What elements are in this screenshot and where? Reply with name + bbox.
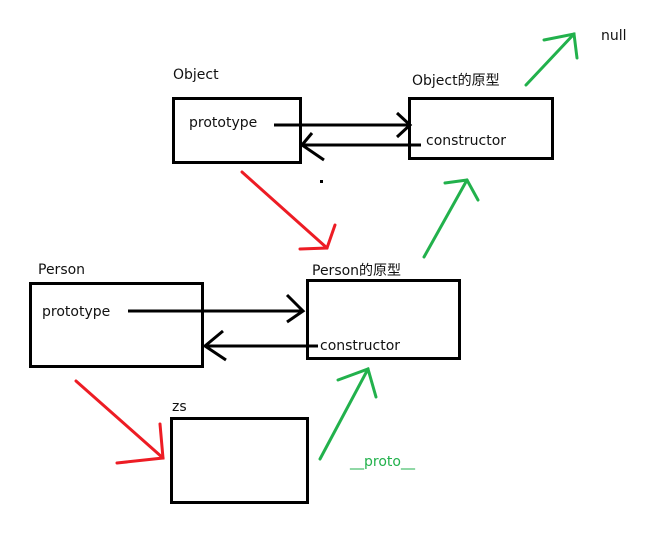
person-box: [29, 282, 204, 368]
edge-object-constructor: [299, 132, 421, 162]
person-prototype-field: prototype: [42, 304, 111, 320]
edge-green-object-proto-to-null: [524, 32, 579, 87]
person-proto-constructor-field: constructor: [320, 338, 401, 354]
stray-dot: [320, 180, 323, 183]
edge-green-zs-to-person-proto: [318, 367, 378, 461]
edge-person-constructor: [202, 329, 318, 362]
object-proto-constructor-field: constructor: [426, 133, 507, 149]
person-proto-box: [306, 279, 461, 360]
person-proto-label: Person的原型: [312, 263, 402, 279]
edge-person-prototype: [128, 293, 306, 324]
object-label: Object: [173, 67, 219, 83]
person-label: Person: [38, 262, 86, 278]
zs-box: [170, 417, 309, 504]
object-proto-box: [408, 97, 554, 160]
proto-link-label: __proto__: [350, 454, 415, 470]
edge-red-person-to-zs: [74, 379, 165, 465]
edge-green-person-proto-to-object-proto: [422, 178, 480, 259]
object-box: [172, 97, 302, 164]
null-label: null: [601, 28, 627, 44]
object-prototype-field: prototype: [189, 115, 258, 131]
zs-label: zs: [172, 399, 187, 415]
object-proto-label: Object的原型: [412, 73, 500, 89]
edge-red-object-to-person-proto: [240, 170, 337, 251]
